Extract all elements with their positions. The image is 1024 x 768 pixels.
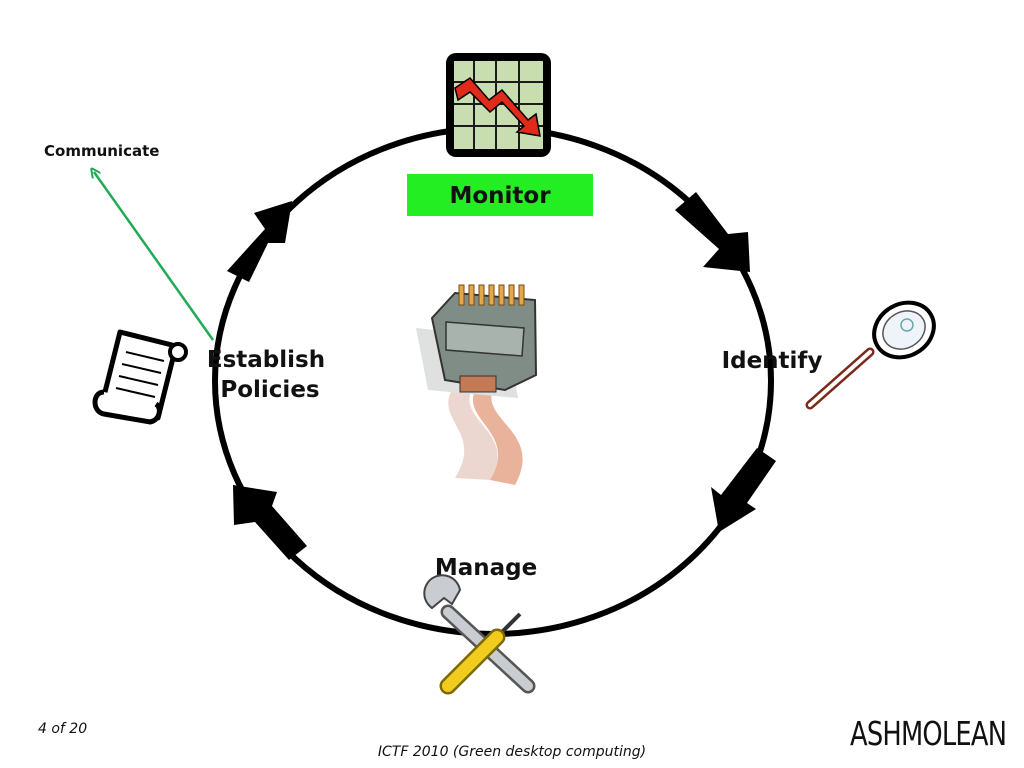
monitor-label-box [407,174,593,216]
communicate-label: Communicate [44,142,159,160]
manage-label: Manage [435,555,537,581]
identify-label: Identify [722,348,823,374]
falling-chart-icon [446,53,551,157]
magnifying-glass-icon [805,300,936,410]
establish-label-line2: Policies [220,377,319,403]
footer-caption: ICTF 2010 (Green desktop computing) [377,744,647,760]
ashmolean-logo: ASHMOLEAN [850,714,1007,753]
establish-policies-label: Establish Policies [207,347,333,403]
network-plug-icon [416,284,538,485]
communicate-arrow [94,172,215,341]
cycle-arrow-bottom-right [711,448,776,532]
page-number: 4 of 20 [38,721,88,737]
monitor-label: Monitor [449,183,551,209]
cycle-arrow-top-right [675,192,750,272]
wrench-screwdriver-icon [423,574,536,695]
establish-label-line1: Establish [207,347,325,373]
cycle-arrow-top-left [227,201,292,282]
cycle-arrow-bottom-left [233,485,307,560]
scroll-document-icon [92,329,188,425]
